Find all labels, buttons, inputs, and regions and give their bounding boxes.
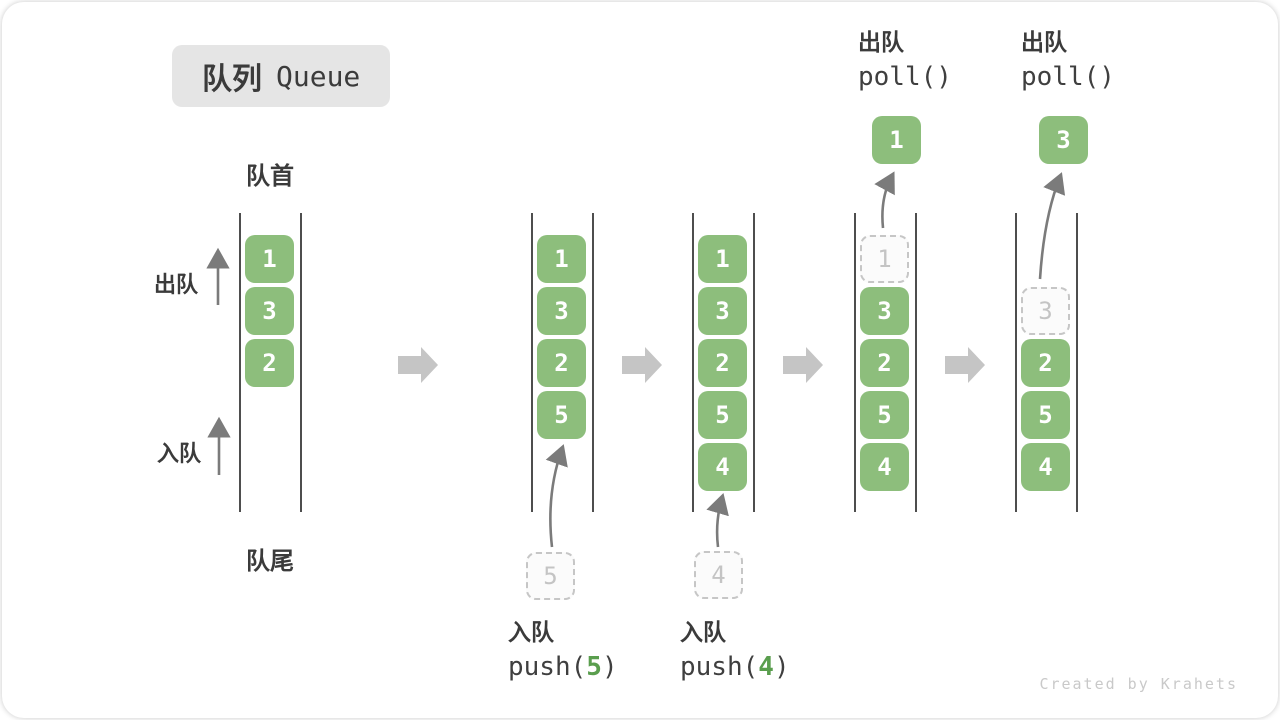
title-badge: 队列 Queue [172,45,391,107]
queue-cell: 5 [1021,391,1070,439]
channel-line [531,213,533,512]
transition-arrow-icon [622,347,662,383]
dequeue-arrow [874,171,895,229]
title-zh: 队列 [202,63,262,96]
queue-cell-ghost: 3 [1021,287,1070,335]
dequeued-value-box: 3 [1039,116,1088,164]
incoming-value-ghost: 5 [526,552,575,600]
enqueue-op-label: 入队 push(5) [508,614,618,684]
channel-line [692,213,694,512]
queue-cell: 2 [245,339,294,387]
transition-arrow-icon [398,347,438,383]
queue-cell: 2 [1021,339,1070,387]
queue-cell: 3 [860,287,909,335]
op-label-code: push(5) [508,652,618,682]
enqueue-op-label: 入队 push(4) [680,614,790,684]
queue-cell: 4 [698,443,747,491]
label-enqueue-side: 入队 [157,441,202,466]
queue-cell: 5 [537,391,586,439]
label-queue-front: 队首 [246,163,294,190]
channel-line [1015,213,1017,512]
queue-cell: 3 [245,287,294,335]
queue-cell: 3 [537,287,586,335]
channel-line [300,213,302,512]
watermark: Created by Krahets [1039,675,1238,693]
dequeue-arrow [1038,172,1066,280]
queue-cell: 4 [860,443,909,491]
dequeued-value-box: 1 [872,116,921,164]
op-label-zh: 出队 [1021,29,1067,55]
queue-cell: 3 [698,287,747,335]
incoming-value-ghost: 4 [694,551,743,599]
queue-cell: 2 [860,339,909,387]
channel-line [592,213,594,512]
queue-cell: 5 [860,391,909,439]
queue-cell-ghost: 1 [860,235,909,283]
op-label-zh: 出队 [858,29,904,55]
queue-cell: 4 [1021,443,1070,491]
queue-cell: 1 [537,235,586,283]
op-label-code: poll() [1021,62,1115,92]
label-dequeue-side: 出队 [154,272,199,297]
op-label-code: push(4) [680,652,790,682]
channel-line [915,213,917,512]
queue-cell: 1 [245,235,294,283]
channel-line [854,213,856,512]
channel-line [1076,213,1078,512]
op-label-zh: 入队 [508,619,554,645]
enqueue-arrow [706,493,729,548]
op-label-zh: 入队 [680,619,726,645]
label-queue-rear: 队尾 [246,548,294,575]
dequeue-op-label: 出队 poll() [1021,24,1115,94]
queue-cell: 5 [698,391,747,439]
queue-cell: 1 [698,235,747,283]
transition-arrow-icon [783,347,823,383]
title-en: Queue [276,59,361,93]
transition-arrow-icon [945,347,985,383]
enqueue-arrow [545,444,568,548]
dequeue-op-label: 出队 poll() [858,24,952,94]
channel-line [239,213,241,512]
channel-line [753,213,755,512]
op-label-code: poll() [858,62,952,92]
queue-cell: 2 [537,339,586,387]
queue-cell: 2 [698,339,747,387]
